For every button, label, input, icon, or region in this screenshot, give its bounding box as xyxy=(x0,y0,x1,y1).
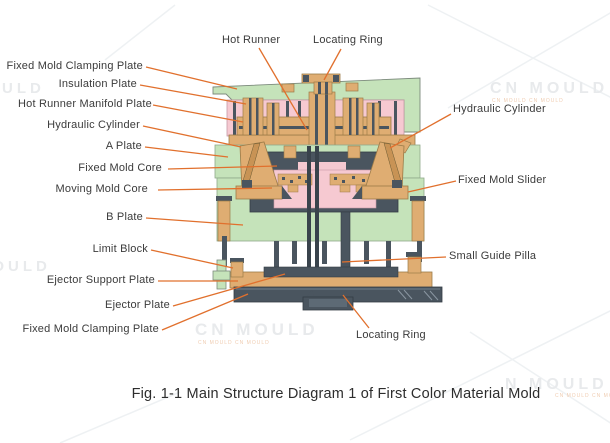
part-center-channel xyxy=(307,146,319,293)
part-limit-block xyxy=(212,259,231,290)
label-moving-mold-core: Moving Mold Core xyxy=(55,183,148,195)
leader-locating-ring-top xyxy=(323,48,342,81)
leader-fixed-mold-slider xyxy=(407,180,457,193)
leader-ejector-plate xyxy=(172,273,286,307)
part-nozzle-tip-left xyxy=(283,145,297,159)
leader-b-plate xyxy=(145,217,244,226)
label-fixed-mold-slider: Fixed Mold Slider xyxy=(458,174,547,186)
label-hydraulic-cylinder-right: Hydraulic Cylinder xyxy=(453,103,546,115)
leader-hydraulic-cylinder-right xyxy=(389,113,452,149)
part-ejector-pins xyxy=(222,236,422,268)
part-cavity-upper xyxy=(298,162,346,172)
part-nozzle-tip-right xyxy=(347,145,361,159)
part-guide-bushing-right xyxy=(410,196,426,242)
part-locating-ring-top xyxy=(281,73,359,95)
leader-locating-ring-bottom xyxy=(342,294,370,329)
part-bottom-plate-highlight xyxy=(236,288,440,290)
watermark-lines xyxy=(59,4,610,443)
part-locating-ring-bottom xyxy=(302,290,354,311)
part-limit-stop-tan xyxy=(230,258,244,278)
figure-caption: Fig. 1-1 Main Structure Diagram 1 of Fir… xyxy=(131,386,541,402)
leader-hydraulic-cylinder-left xyxy=(142,125,242,148)
label-locating-ring-bottom: Locating Ring xyxy=(356,329,426,341)
part-bushing-on-ejector xyxy=(406,252,422,274)
leader-a-plate xyxy=(144,146,229,158)
leader-hot-runner-manifold-plate xyxy=(152,104,244,123)
leader-fixed-mold-clamping-plate-top xyxy=(145,66,238,90)
leader-moving-mold-core xyxy=(157,187,273,191)
label-insulation-plate: Insulation Plate xyxy=(58,78,137,90)
label-fixed-mold-clamping-plate-bottom: Fixed Mold Clamping Plate xyxy=(22,323,159,335)
label-hot-runner-manifold-plate: Hot Runner Manifold Plate xyxy=(17,98,152,110)
leader-limit-block xyxy=(150,249,234,269)
label-fixed-mold-clamping-plate-top: Fixed Mold Clamping Plate xyxy=(6,60,143,72)
label-limit-block: Limit Block xyxy=(92,243,148,255)
part-hot-runner-nozzles xyxy=(242,97,380,136)
leader-lines xyxy=(139,47,457,331)
leader-hot-runner xyxy=(258,47,308,131)
label-ejector-support-plate: Ejector Support Plate xyxy=(46,274,155,286)
part-bottom-plate-hatch xyxy=(397,289,439,301)
label-small-guide-pilla: Small Guide Pilla xyxy=(449,250,537,262)
part-ejector-retainer-plate xyxy=(263,266,399,278)
part-slider-right xyxy=(352,138,412,200)
label-locating-ring-top: Locating Ring xyxy=(313,34,383,46)
label-fixed-mold-core: Fixed Mold Core xyxy=(78,162,162,174)
label-hot-runner: Hot Runner xyxy=(222,34,281,46)
label-ejector-plate: Ejector Plate xyxy=(105,299,170,311)
label-a-plate: A Plate xyxy=(105,140,142,152)
leader-insulation-plate xyxy=(139,84,247,105)
leader-fixed-mold-clamping-plate-bottom xyxy=(161,293,249,331)
leader-fixed-mold-core xyxy=(167,165,278,170)
leader-small-guide-pillar xyxy=(341,256,447,263)
label-hydraulic-cylinder-left: Hydraulic Cylinder xyxy=(47,119,140,131)
part-guide-bushing-left xyxy=(216,196,232,242)
part-sprue-column xyxy=(308,91,336,147)
label-b-plate: B Plate xyxy=(106,211,143,223)
